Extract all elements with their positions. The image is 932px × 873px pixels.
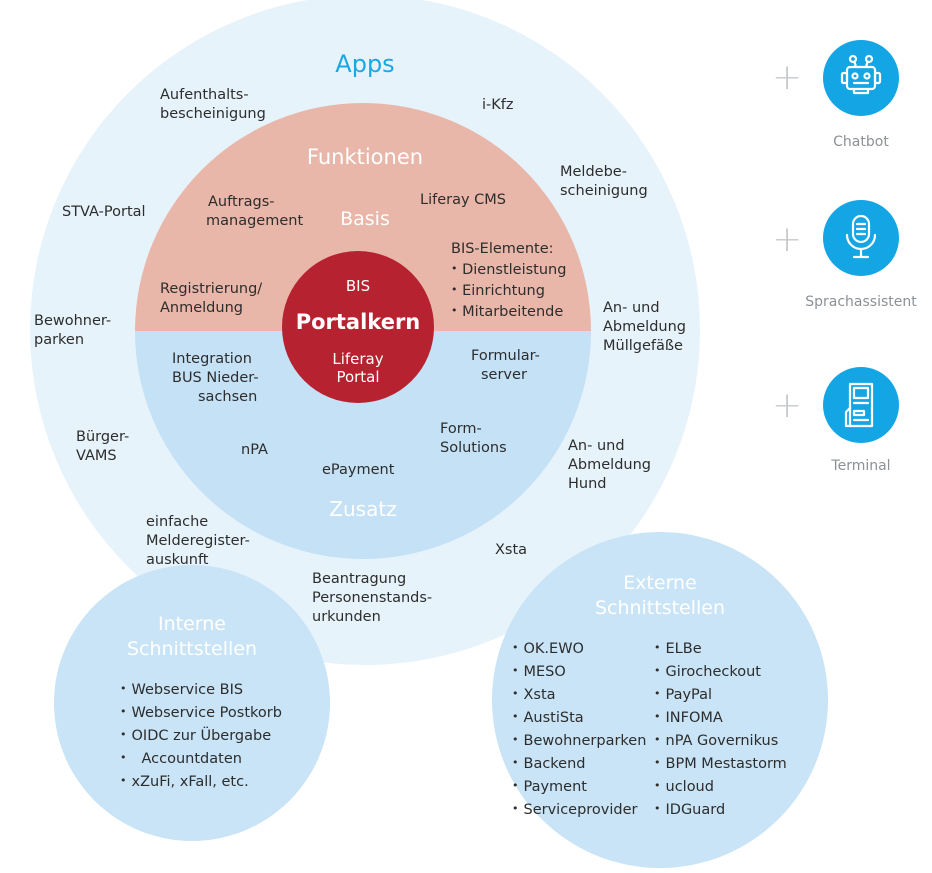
basis-label: Basis — [340, 208, 390, 230]
funktion-auftragsmanagement: Auftrags-management — [206, 194, 304, 229]
zusatz-label: Zusatz — [329, 497, 397, 521]
list-item: OIDC zur Übergabe — [120, 724, 282, 747]
funktion-form-solutions: Form-Solutions — [440, 421, 507, 456]
funktion-npa: nPA — [241, 442, 268, 458]
terminal-channel — [823, 367, 899, 443]
app-bewohnerparken: Bewohner-parken — [34, 313, 112, 348]
funktion-formularserver: Formular-server — [471, 348, 540, 383]
list-item: INFOMA — [654, 706, 787, 729]
robot-icon — [840, 54, 882, 95]
list-item: Backend — [512, 752, 646, 775]
funktion-bis-elemente: BIS-Elemente: • Dienstleistung • Einrich… — [451, 241, 567, 320]
list-item: OK.EWO — [512, 637, 646, 660]
externe-list-left: OK.EWO MESO Xsta AustiSta Bewohnerparken… — [512, 637, 647, 821]
app-buerger-vams: Bürger-VAMS — [76, 429, 130, 464]
list-item-continuation: Accountdaten — [120, 747, 282, 770]
microphone-icon — [845, 214, 877, 259]
funktion-registrierung: Registrierung/Anmeldung — [160, 281, 263, 316]
list-item: Bewohnerparken — [512, 729, 647, 752]
list-item: Xsta — [512, 683, 646, 706]
list-item: Webservice BIS — [120, 678, 282, 701]
list-item: ucloud — [654, 775, 787, 798]
core-bis-label: BIS — [345, 277, 371, 295]
funktion-liferay-cms: Liferay CMS — [420, 192, 507, 208]
list-item: xZuFi, xFall, etc. — [120, 770, 282, 793]
list-item: IDGuard — [654, 798, 787, 821]
plus-icon: + — [772, 219, 803, 260]
apps-title: Apps — [335, 50, 395, 78]
list-item: PayPal — [654, 683, 787, 706]
list-item: nPA Governikus — [654, 729, 787, 752]
list-item: MESO — [512, 660, 646, 683]
funktion-epayment: ePayment — [322, 462, 395, 478]
plus-icon: + — [772, 57, 803, 98]
terminal-label: Terminal — [831, 458, 891, 474]
chatbot-channel — [823, 40, 899, 116]
list-item: Girocheckout — [654, 660, 787, 683]
externe-list-right: ELBe Girocheckout PayPal INFOMA nPA Gove… — [654, 637, 787, 821]
funktionen-basis-half — [135, 103, 591, 331]
list-item: BPM Mestastorm — [654, 752, 787, 775]
interne-list: Webservice BIS Webservice Postkorb OIDC … — [120, 678, 282, 793]
sprachassistent-channel — [823, 200, 899, 276]
list-item: Serviceprovider — [512, 798, 646, 821]
list-item: Webservice Postkorb — [120, 701, 282, 724]
portalkern-circle — [282, 251, 434, 403]
list-item: Payment — [512, 775, 646, 798]
sprachassistent-label: Sprachassistent — [805, 294, 917, 310]
list-item: AustiSta — [512, 706, 646, 729]
funktionen-title: Funktionen — [306, 145, 424, 169]
funktionen-zusatz-half — [135, 331, 591, 559]
app-meldebescheinigung: Meldebe-scheinigung — [560, 164, 648, 199]
app-xsta: Xsta — [495, 542, 528, 558]
app-i-kfz: i-Kfz — [482, 97, 514, 113]
plus-icon: + — [772, 385, 803, 426]
list-item: ELBe — [654, 637, 787, 660]
core-title: Portalkern — [295, 310, 421, 334]
app-stva-portal: STVA-Portal — [62, 204, 146, 220]
app-aufenthaltsbescheinigung: Aufenthalts-bescheinigung — [160, 87, 266, 122]
chatbot-label: Chatbot — [833, 134, 889, 150]
kiosk-icon — [844, 382, 874, 428]
